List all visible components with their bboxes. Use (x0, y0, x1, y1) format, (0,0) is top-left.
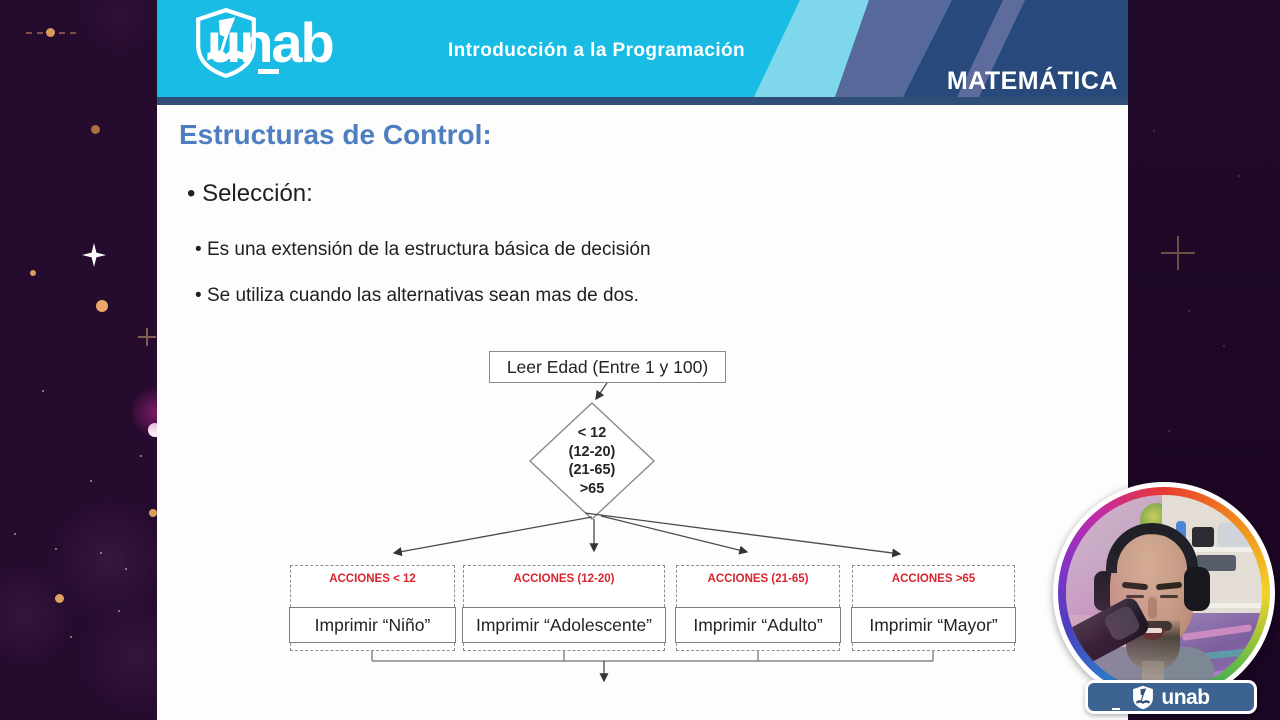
shelf-item (1196, 555, 1236, 571)
star-speck (118, 610, 120, 612)
star-cross-icon (1161, 236, 1195, 270)
eye (1126, 595, 1144, 598)
unab-badge: unab (1085, 680, 1257, 714)
branch-label: ACCIONES (12-20) (513, 573, 615, 585)
decision-line: >65 (579, 480, 605, 497)
badge-logo-underline (1112, 708, 1120, 710)
star-sparkle-icon (82, 243, 106, 267)
shelf-line (1162, 547, 1262, 552)
course-title: Introducción a la Programación (448, 40, 746, 61)
flow-decision-text: < 12 (12-20) (21-65) >65 (527, 424, 657, 498)
flowchart-connectors (371, 382, 934, 683)
presenter (1066, 495, 1262, 691)
planet-dot (55, 594, 64, 603)
flow-branch-box: ACCIONES (12-20) Imprimir “Adolescente” (462, 565, 666, 651)
pink-light-glow (1066, 555, 1186, 691)
star-speck (1153, 130, 1155, 132)
header-stripes (157, 0, 1128, 97)
flow-branch-box: ACCIONES < 12 Imprimir “Niño” (289, 565, 456, 651)
slide-title: Estructuras de Control: (179, 119, 492, 150)
star-speck (125, 568, 127, 570)
branch-action: Imprimir “Adulto” (675, 607, 841, 643)
branch-action: Imprimir “Niño” (289, 607, 456, 643)
star-speck (140, 455, 142, 457)
decision-line: (12-20) (568, 443, 616, 460)
branch-action: Imprimir “Mayor” (851, 607, 1016, 643)
eye (1160, 595, 1178, 598)
presentation-slide: unab Introducción a la Programación MATE… (157, 0, 1128, 720)
headphone-left (1094, 571, 1114, 611)
header-divider (157, 97, 1128, 105)
decision-line: < 12 (577, 425, 607, 441)
branch-action: Imprimir “Adolescente” (462, 607, 666, 643)
star-speck (55, 548, 57, 550)
nose (1148, 597, 1157, 619)
space-background-left (0, 0, 157, 720)
branch-label: ACCIONES (21-65) (707, 573, 809, 585)
planet-dot (46, 28, 55, 37)
flow-branch-box: ACCIONES (21-65) Imprimir “Adulto” (675, 565, 841, 651)
star-speck (1223, 345, 1225, 347)
decision-line: (21-65) (568, 462, 616, 478)
star-cross-icon (138, 328, 156, 346)
star-speck (1238, 175, 1240, 177)
star-speck (70, 636, 72, 638)
branch-label: ACCIONES >65 (891, 573, 976, 585)
star-speck (90, 480, 92, 482)
planet-dot (96, 300, 108, 312)
flow-branch-box: ACCIONES >65 Imprimir “Mayor” (851, 565, 1016, 651)
planet-dot (91, 125, 100, 134)
teeth (1143, 628, 1162, 633)
star-speck (100, 552, 102, 554)
department-label: MATEMÁTICA (946, 67, 1118, 95)
star-speck (1188, 310, 1190, 312)
branch-label: ACCIONES < 12 (329, 573, 416, 585)
webcam-video (1066, 495, 1262, 691)
shelf-item (1218, 523, 1252, 547)
headphone-band-icon (1106, 523, 1198, 573)
webcam-overlay (1053, 482, 1275, 704)
sub-bullet-2: Se utiliza cuando las alternativas sean … (195, 285, 639, 307)
unab-shield-icon (196, 8, 256, 78)
shelf-line (1162, 603, 1262, 608)
planet-dot (149, 509, 157, 517)
unab-shield-icon (1133, 685, 1154, 709)
star-speck (1168, 430, 1170, 432)
mustache (1134, 621, 1172, 631)
unab-logo-text: unab (207, 11, 335, 74)
star-speck (42, 390, 44, 392)
headphone-right (1184, 567, 1210, 611)
badge-logo-text: unab (1161, 685, 1210, 709)
unab-logo: unab (195, 8, 335, 78)
sub-bullet-1: Es una extensión de la estructura básica… (195, 239, 651, 261)
logo-underline (258, 69, 279, 74)
star-speck (14, 533, 16, 535)
nebula-blob (132, 382, 157, 442)
planet-dot (30, 270, 36, 276)
bullet-seleccion: Selección: (187, 180, 313, 208)
shelf-item (1192, 527, 1214, 547)
slide-header-banner: unab Introducción a la Programación MATE… (157, 0, 1128, 97)
flow-start-box: Leer Edad (Entre 1 y 100) (489, 351, 726, 383)
